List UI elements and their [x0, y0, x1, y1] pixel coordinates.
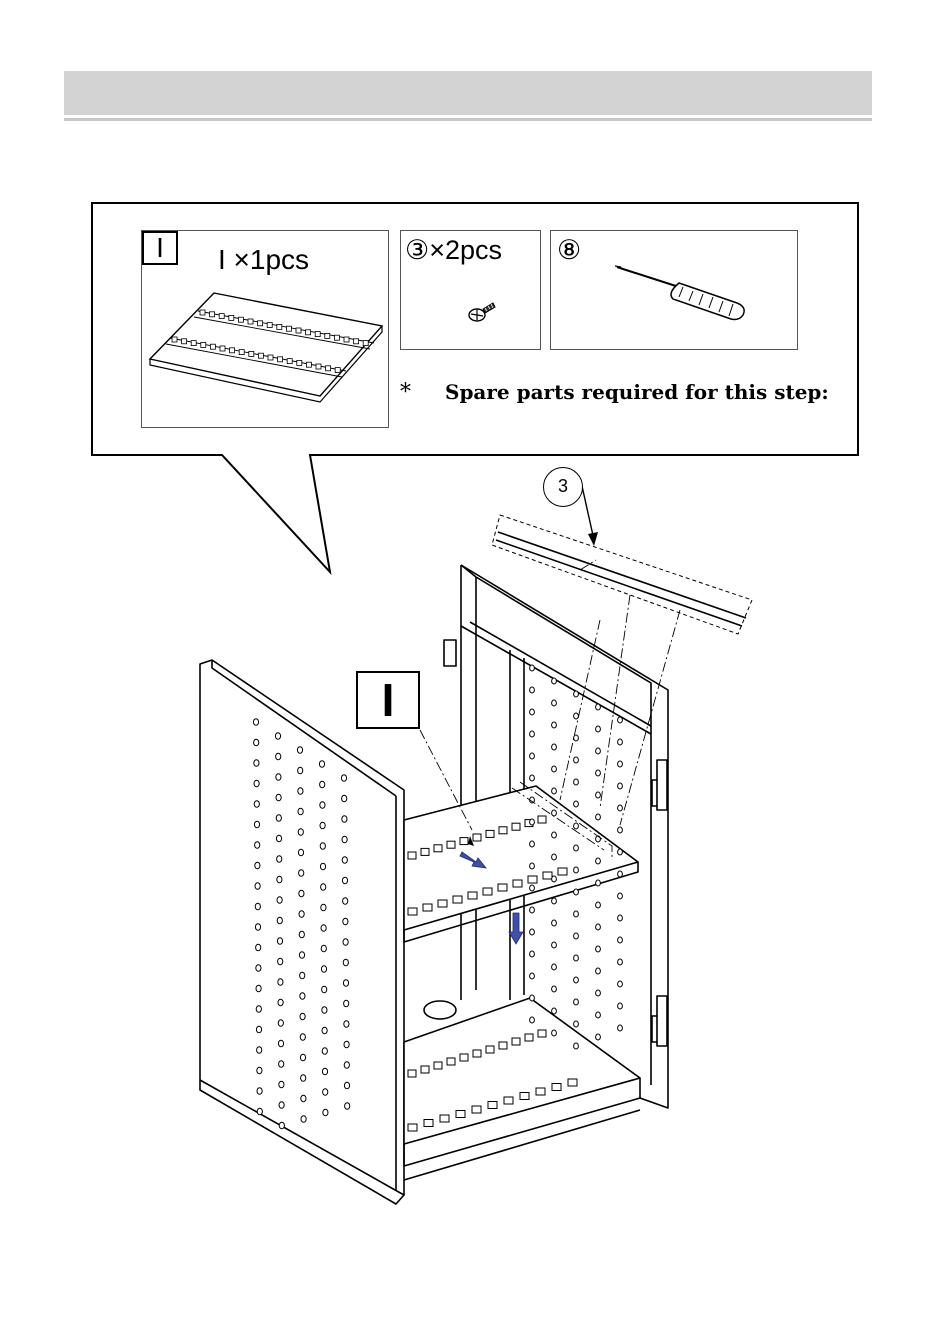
shelf-callout-label: I — [356, 671, 420, 729]
screw-callout-label: 3 — [543, 467, 583, 507]
